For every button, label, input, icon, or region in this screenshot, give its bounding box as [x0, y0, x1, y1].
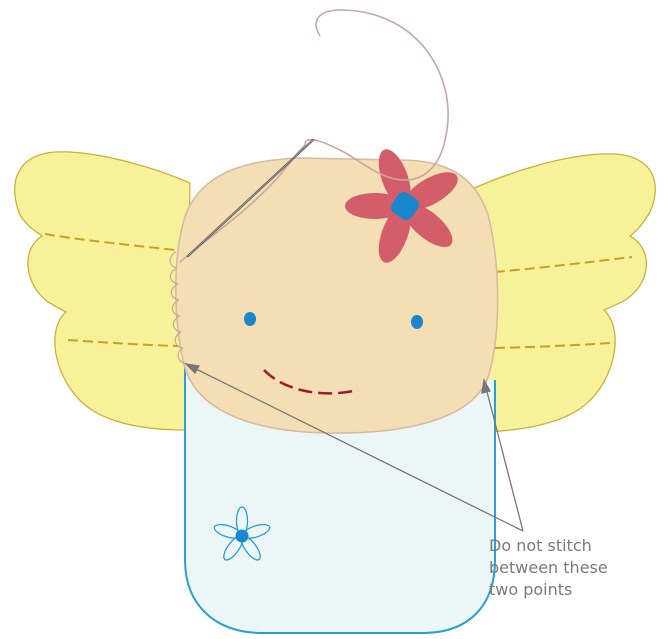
right-eye [411, 315, 423, 329]
left-wing-shape [15, 152, 190, 430]
stitch-note-line-1: Do not stitch [489, 536, 592, 555]
left-wing [15, 152, 190, 430]
stitch-note-line-3: two points [489, 580, 572, 599]
stitch-note-line-2: between these [489, 558, 608, 577]
head-shape [176, 158, 498, 433]
left-eye [244, 312, 256, 326]
stitch-note: Do not stitch between these two points [489, 536, 608, 599]
head [170, 145, 498, 433]
dress-flower-center [236, 530, 249, 543]
